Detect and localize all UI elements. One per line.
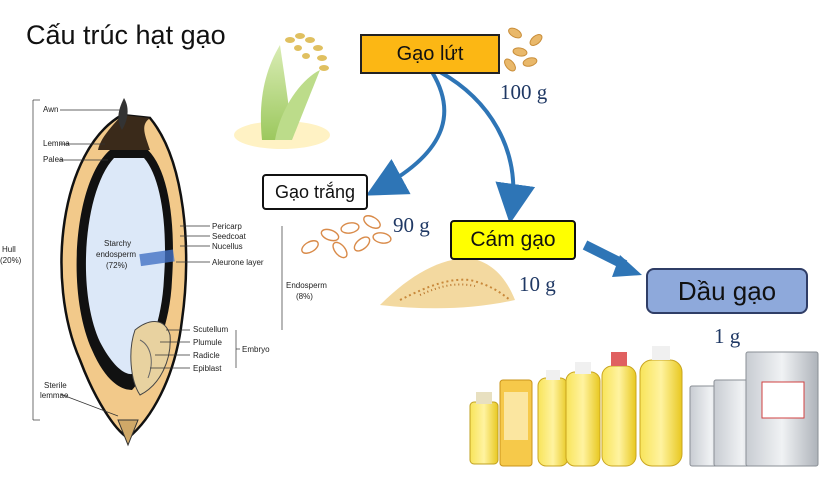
rice-grain-cross-section xyxy=(60,98,188,447)
rice-oil-bottles-icon xyxy=(469,346,819,467)
label-scutellum: Scutellum xyxy=(193,325,228,334)
label-starchy-endosperm: endosperm xyxy=(96,250,136,259)
white-rice-grains-icon xyxy=(301,215,392,259)
weight-white-rice: 90 g xyxy=(393,213,430,237)
node-white-rice: Gạo trắng xyxy=(262,174,368,210)
node-white-rice-label: Gạo trắng xyxy=(274,181,356,202)
node-rice-bran-label: Cám gạo xyxy=(470,228,556,251)
node-brown-rice-label: Gạo lứt xyxy=(396,42,464,65)
node-brown-rice: Gạo lứt xyxy=(360,34,500,74)
label-hull: Hull xyxy=(2,245,16,254)
page-title: Cấu trúc hạt gạo xyxy=(26,20,226,50)
flow-arrows xyxy=(365,70,642,277)
rice-plant-icon xyxy=(234,33,330,149)
label-embryo: Embryo xyxy=(242,345,270,354)
grain-leader-lines xyxy=(32,99,283,421)
label-endosperm-pct: (8%) xyxy=(296,292,313,301)
label-starchy: Starchy xyxy=(104,239,131,248)
label-sterile: Sterile xyxy=(44,381,67,390)
label-plumule: Plumule xyxy=(193,338,222,347)
label-nucellus: Nucellus xyxy=(212,242,243,251)
weight-rice-oil: 1 g xyxy=(714,324,741,348)
weight-brown-rice: 100 g xyxy=(500,80,548,104)
label-lemmae: lemmae xyxy=(40,391,69,400)
label-radicle: Radicle xyxy=(193,351,220,360)
label-hull-pct: (20%) xyxy=(0,256,22,265)
label-starchy-pct: (72%) xyxy=(106,261,128,270)
weight-rice-bran: 10 g xyxy=(519,272,556,296)
node-rice-oil-label: Dầu gạo xyxy=(677,275,777,306)
label-lemma: Lemma xyxy=(43,139,70,148)
node-rice-oil: Dầu gạo xyxy=(646,268,808,314)
label-endosperm-group: Endosperm xyxy=(286,281,327,290)
label-palea: Palea xyxy=(43,155,64,164)
label-awn: Awn xyxy=(43,105,58,114)
rice-bran-pile-icon xyxy=(380,258,515,309)
brown-rice-grains-icon xyxy=(504,27,543,72)
label-pericarp: Pericarp xyxy=(212,222,242,231)
label-seedcoat: Seedcoat xyxy=(212,232,247,241)
label-epiblast: Epiblast xyxy=(193,364,222,373)
node-rice-bran: Cám gạo xyxy=(450,220,576,260)
label-aleurone: Aleurone layer xyxy=(212,258,264,267)
